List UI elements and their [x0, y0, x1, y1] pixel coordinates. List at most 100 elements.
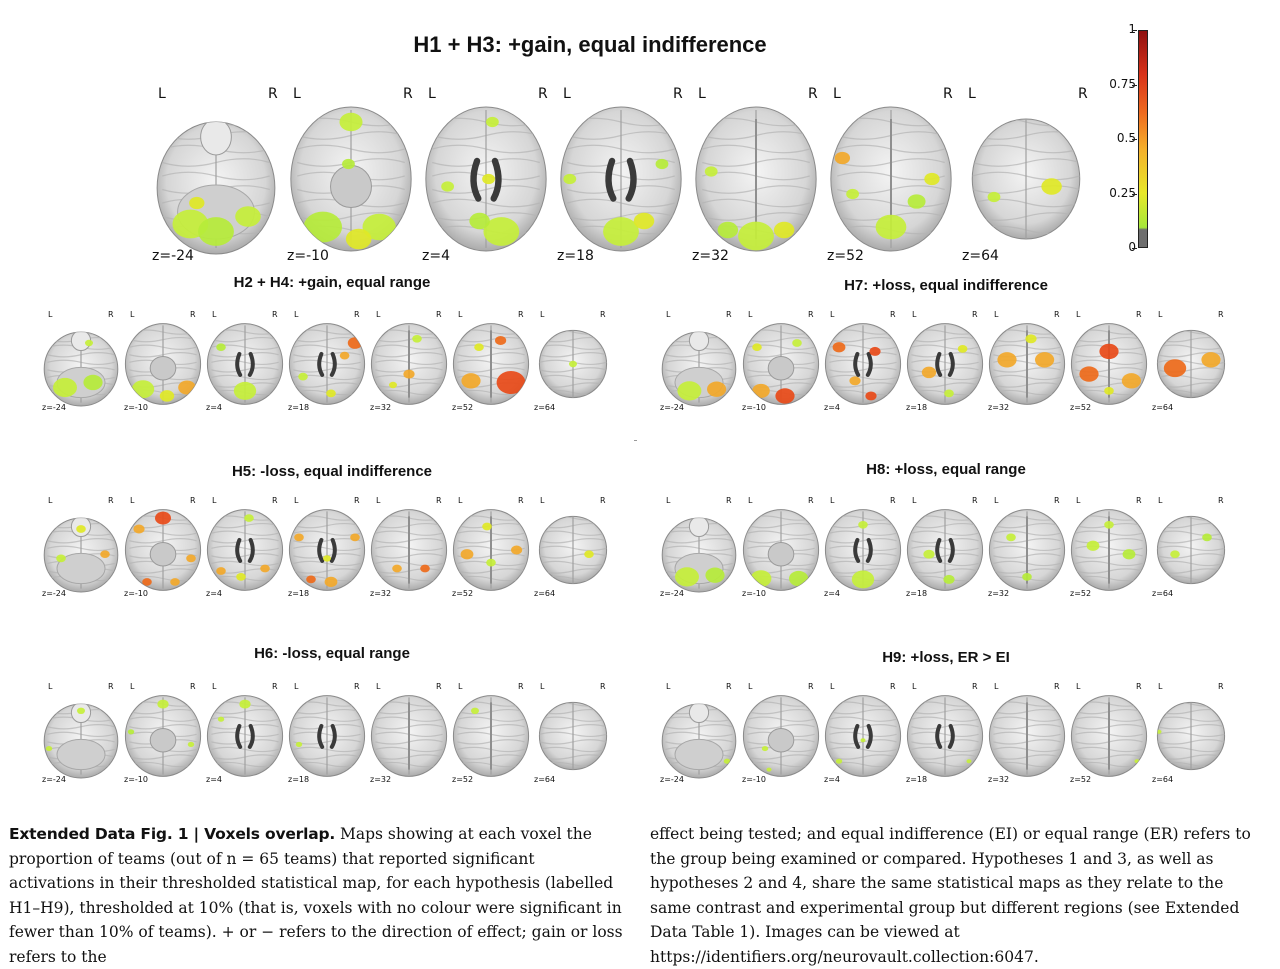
- right-hemisphere-label: R: [518, 310, 524, 319]
- activation-blob: [1035, 352, 1055, 368]
- z-coordinate-label: z=64: [534, 774, 556, 784]
- activation-blob: [131, 380, 155, 399]
- caption-column-right: effect being tested; and equal indiffere…: [650, 822, 1265, 969]
- z-coordinate-label: z=32: [370, 774, 392, 784]
- activation-blob: [1099, 343, 1119, 360]
- activation-blob: [420, 564, 430, 573]
- activation-blob: [923, 549, 935, 559]
- activation-blob: [846, 188, 859, 200]
- brain-slice-image: [288, 509, 366, 591]
- z-coordinate-label: z=64: [1152, 774, 1174, 784]
- right-hemisphere-label: R: [600, 682, 606, 691]
- z-coordinate-label: z=32: [988, 588, 1010, 598]
- activation-blob: [482, 173, 495, 185]
- right-hemisphere-label: R: [972, 310, 978, 319]
- colorbar: [1138, 30, 1148, 248]
- activation-blob: [326, 389, 336, 398]
- colorbar-tick: [1132, 30, 1137, 31]
- activation-blob: [217, 716, 225, 722]
- activation-blob: [198, 217, 234, 246]
- brain-slice-image: [830, 106, 952, 252]
- right-hemisphere-label: R: [190, 310, 196, 319]
- activation-blob: [339, 351, 350, 360]
- activation-blob: [1104, 520, 1114, 529]
- left-hemisphere-label: L: [994, 496, 999, 505]
- activation-blob: [511, 545, 523, 555]
- z-coordinate-label: z=-24: [42, 588, 66, 598]
- activation-blob: [943, 574, 955, 584]
- brain-slice-image: [370, 509, 448, 591]
- left-hemisphere-label: L: [666, 310, 671, 319]
- brain-slice-image: [43, 331, 119, 407]
- right-hemisphere-label: R: [272, 496, 278, 505]
- right-hemisphere-label: R: [600, 310, 606, 319]
- brain-slice-image: [971, 118, 1081, 240]
- activation-blob: [486, 558, 496, 567]
- activation-blob: [569, 360, 577, 368]
- activation-blob: [851, 570, 875, 589]
- panel-title-h6: H6: -loss, equal range: [254, 645, 410, 662]
- right-hemisphere-label: R: [972, 496, 978, 505]
- right-hemisphere-label: R: [354, 310, 360, 319]
- brain-slice-image: [988, 509, 1066, 591]
- brain-slice-image: [560, 106, 682, 252]
- activation-blob: [323, 555, 331, 562]
- activation-blob: [362, 213, 396, 241]
- left-hemisphere-label: L: [563, 86, 571, 102]
- activation-blob: [216, 343, 226, 352]
- left-hemisphere-label: L: [1076, 682, 1081, 691]
- right-hemisphere-label: R: [1136, 310, 1142, 319]
- right-hemisphere-label: R: [1218, 310, 1224, 319]
- brain-slice-image: [156, 121, 276, 255]
- z-coordinate-label: z=-24: [42, 774, 66, 784]
- activation-blob: [875, 214, 907, 240]
- right-hemisphere-label: R: [354, 682, 360, 691]
- left-hemisphere-label: L: [130, 682, 135, 691]
- activation-blob: [170, 578, 180, 586]
- right-hemisphere-label: R: [108, 496, 114, 505]
- activation-blob: [997, 352, 1017, 368]
- activation-blob: [389, 381, 397, 389]
- left-hemisphere-label: L: [458, 682, 463, 691]
- z-coordinate-label: z=32: [370, 588, 392, 598]
- left-hemisphere-label: L: [540, 310, 545, 319]
- activation-blob: [723, 758, 731, 764]
- z-coordinate-label: z=52: [452, 774, 474, 784]
- left-hemisphere-label: L: [48, 496, 53, 505]
- activation-blob: [56, 554, 66, 563]
- activation-blob: [761, 746, 769, 752]
- activation-blob: [294, 533, 304, 542]
- activation-blob: [155, 511, 171, 525]
- left-hemisphere-label: L: [912, 682, 917, 691]
- brain-slice-image: [124, 509, 202, 591]
- activation-blob: [474, 343, 484, 352]
- z-coordinate-label: z=64: [1152, 588, 1174, 598]
- activation-blob: [738, 221, 774, 251]
- brain-slice-image: [124, 695, 202, 777]
- left-hemisphere-label: L: [294, 496, 299, 505]
- brain-slice-image: [661, 331, 737, 407]
- brain-slice-image: [288, 695, 366, 777]
- activation-blob: [324, 576, 338, 588]
- left-hemisphere-label: L: [833, 86, 841, 102]
- z-coordinate-label: z=-10: [124, 402, 148, 412]
- right-hemisphere-label: R: [518, 496, 524, 505]
- activation-blob: [186, 554, 196, 563]
- left-hemisphere-label: L: [212, 496, 217, 505]
- right-hemisphere-label: R: [436, 310, 442, 319]
- brain-slice-image: [742, 323, 820, 405]
- right-hemisphere-label: R: [272, 682, 278, 691]
- activation-blob: [1104, 387, 1114, 395]
- caption-label: Extended Data Fig. 1 | Voxels overlap.: [9, 825, 336, 843]
- brain-slice-image: [1156, 701, 1226, 771]
